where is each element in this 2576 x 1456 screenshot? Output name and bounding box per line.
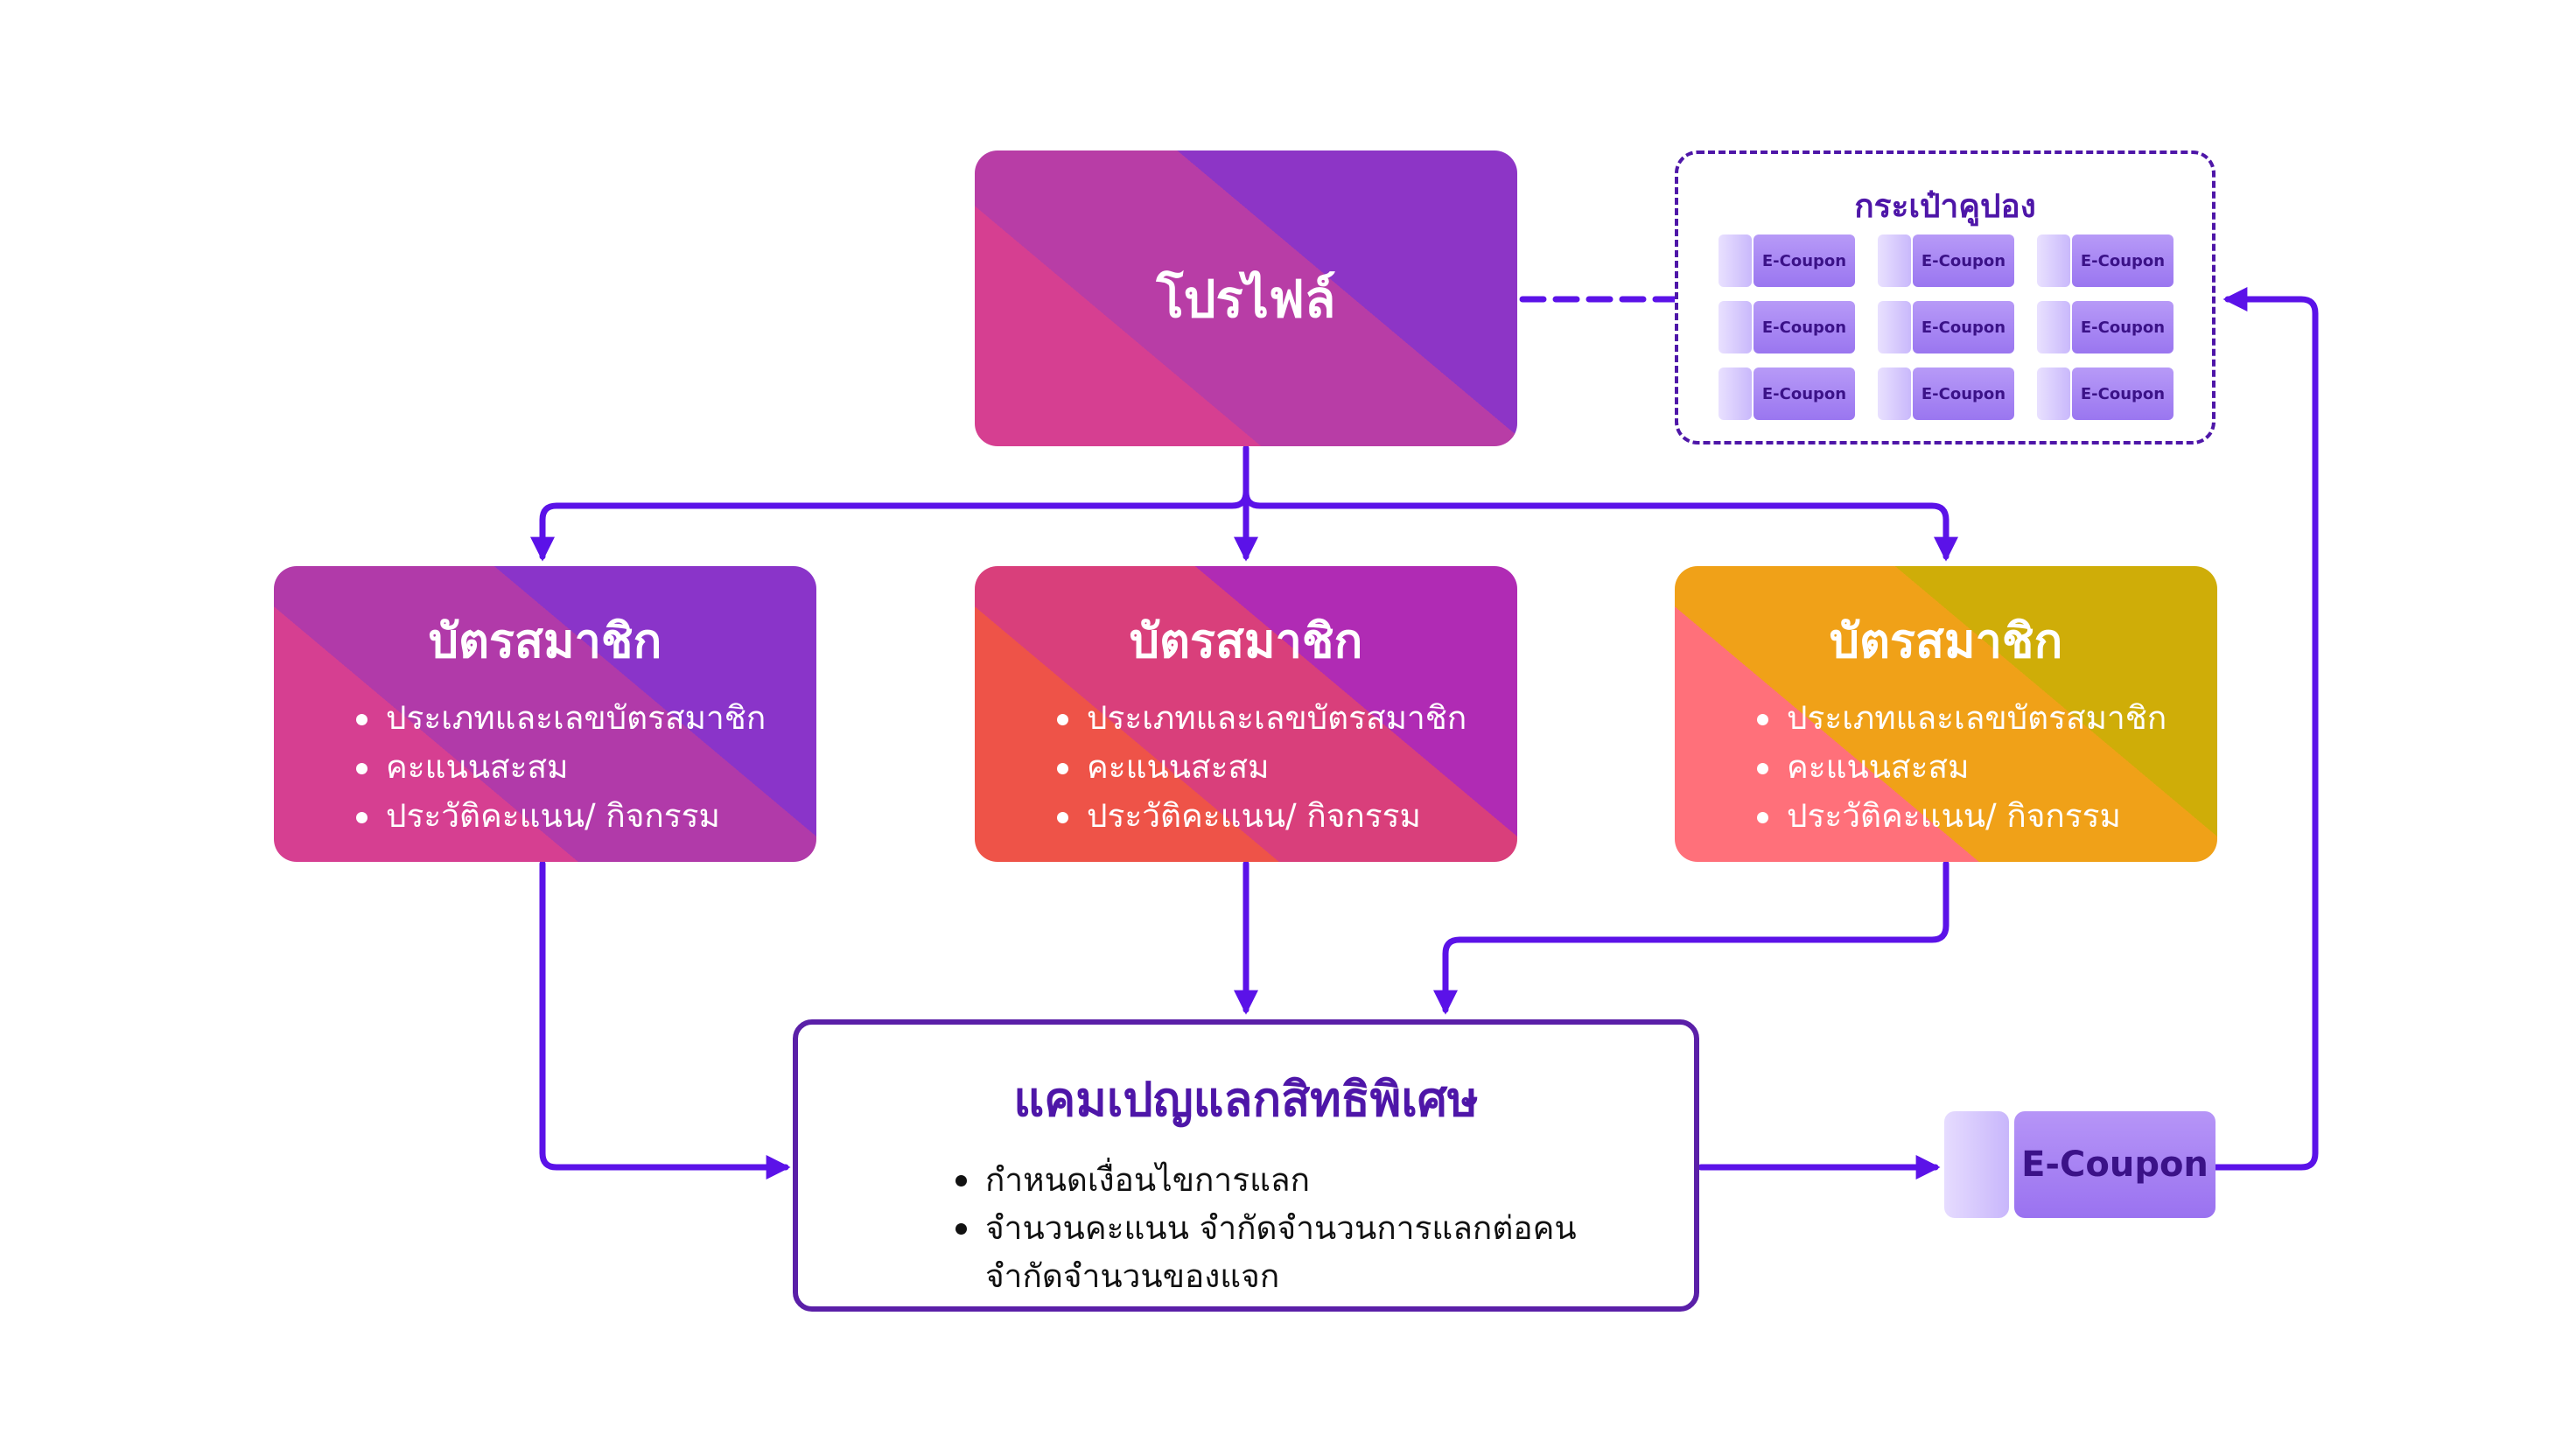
card-1-to-campaign-arrow (539, 860, 791, 1180)
mini-ecoupon-label: E-Coupon (1913, 234, 2014, 287)
coupon-stub-icon (1718, 234, 1752, 287)
mini-ecoupon: E-Coupon (1718, 301, 1855, 354)
mini-ecoupon: E-Coupon (1718, 368, 1855, 420)
mini-ecoupon-label: E-Coupon (2072, 234, 2174, 287)
campaign-title: แคมเปญแลกสิทธิพิเศษ (1013, 1072, 1479, 1127)
list-item: กำหนดเงื่อนไขการแลก (956, 1156, 1694, 1204)
profile-box: โปรไฟล์ (975, 150, 1517, 446)
mini-ecoupon: E-Coupon (2037, 301, 2174, 354)
mini-ecoupon-label: E-Coupon (1754, 234, 1855, 287)
coupon-stub-icon (1878, 301, 1911, 354)
ecoupon-ticket: E-Coupon (1944, 1111, 2216, 1218)
list-item: ประวัติคะแนน/ กิจกรรม (1757, 792, 2217, 841)
coupon-stub-icon (1718, 301, 1752, 354)
list-item: ประเภทและเลขบัตรสมาชิก (1057, 694, 1517, 743)
member-card-3: บัตรสมาชิก ประเภทและเลขบัตรสมาชิก คะแนนส… (1675, 566, 2217, 862)
list-item: คะแนนสะสม (1757, 743, 2217, 792)
mini-ecoupon-label: E-Coupon (1913, 301, 2014, 354)
mini-ecoupon-label: E-Coupon (1913, 368, 2014, 420)
list-item: ประวัติคะแนน/ กิจกรรม (1057, 792, 1517, 841)
mini-ecoupon-label: E-Coupon (1754, 301, 1855, 354)
list-item: ประเภทและเลขบัตรสมาชิก (1757, 694, 2217, 743)
member-card-list: ประเภทและเลขบัตรสมาชิก คะแนนสะสม ประวัติ… (1675, 694, 2217, 841)
member-card-title: บัตรสมาชิก (1129, 613, 1363, 668)
coupon-wallet: กระเป๋าคูปอง E-Coupon E-Coupon E-Coupon … (1675, 150, 2216, 444)
mini-ecoupon: E-Coupon (1878, 234, 2014, 287)
ecoupon-label: E-Coupon (2014, 1111, 2216, 1218)
list-item: ประวัติคะแนน/ กิจกรรม (356, 792, 816, 841)
profile-title: โปรไฟล์ (1156, 269, 1336, 329)
list-item: ประเภทและเลขบัตรสมาชิก (356, 694, 816, 743)
member-card-2: บัตรสมาชิก ประเภทและเลขบัตรสมาชิก คะแนนส… (975, 566, 1517, 862)
campaign-box: แคมเปญแลกสิทธิพิเศษ กำหนดเงื่อนไขการแลก … (793, 1019, 1699, 1312)
member-card-title: บัตรสมาชิก (428, 613, 662, 668)
mini-ecoupon: E-Coupon (1718, 234, 1855, 287)
coupon-stub-icon (2037, 368, 2070, 420)
member-card-list: ประเภทและเลขบัตรสมาชิก คะแนนสะสม ประวัติ… (975, 694, 1517, 841)
member-card-list: ประเภทและเลขบัตรสมาชิก คะแนนสะสม ประวัติ… (274, 694, 816, 841)
mini-ecoupon: E-Coupon (1878, 301, 2014, 354)
ecoupon-to-wallet-arrow (2212, 287, 2319, 1171)
member-card-1: บัตรสมาชิก ประเภทและเลขบัตรสมาชิก คะแนนส… (274, 566, 816, 862)
list-item-continuation: จำกัดจำนวนของแจก (985, 1257, 1280, 1295)
coupon-stub-icon (1718, 368, 1752, 420)
member-card-title: บัตรสมาชิก (1829, 613, 2063, 668)
perforation-divider (2011, 1118, 2013, 1211)
coupon-stub-icon (2037, 301, 2070, 354)
mini-ecoupon-label: E-Coupon (1754, 368, 1855, 420)
list-item: จำนวนคะแนน จำกัดจำนวนการแลกต่อคน (956, 1204, 1694, 1252)
campaign-list: กำหนดเงื่อนไขการแลก จำนวนคะแนน จำกัดจำนว… (798, 1156, 1694, 1300)
coupon-stub-icon (1878, 234, 1911, 287)
card-3-to-campaign-arrow (1433, 860, 1950, 1015)
coupon-wallet-title: กระเป๋าคูปอง (1854, 187, 2036, 225)
profile-to-card-3-arrow (1242, 488, 1958, 562)
coupon-stub-icon (1878, 368, 1911, 420)
profile-trunk-connector (530, 444, 1250, 562)
list-item: คะแนนสะสม (1057, 743, 1517, 792)
mini-ecoupon: E-Coupon (1878, 368, 2014, 420)
coupon-stub-icon (1944, 1111, 2009, 1218)
coupon-stub-icon (2037, 234, 2070, 287)
mini-ecoupon: E-Coupon (2037, 234, 2174, 287)
mini-ecoupon: E-Coupon (2037, 368, 2174, 420)
mini-ecoupon-label: E-Coupon (2072, 301, 2174, 354)
mini-ecoupon-label: E-Coupon (2072, 368, 2174, 420)
list-item: คะแนนสะสม (356, 743, 816, 792)
